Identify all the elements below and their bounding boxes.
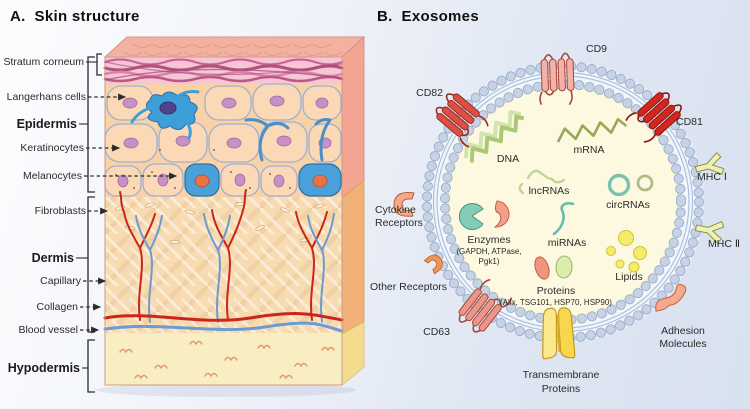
cd82-protein (435, 93, 489, 148)
mirna-molecule (552, 202, 575, 236)
epidermis-bracket (87, 56, 95, 193)
mhc1-label: MHC Ⅰ (697, 171, 727, 183)
circrnas-label: circRNAs (606, 199, 650, 211)
lipids-droplets (606, 230, 647, 273)
cd9-protein (539, 52, 575, 106)
langerhans-cell (130, 90, 200, 140)
mhc2-receptor (694, 220, 725, 244)
transmembrane-proteins-label-line1: Transmembrane (523, 369, 600, 381)
mhc1-receptor (694, 152, 725, 175)
dna-molecule (464, 110, 525, 163)
mrna-label: mRNA (574, 144, 605, 156)
stratum-corneum-label: Stratum corneum (3, 56, 84, 68)
blood-vessel-label: Blood vessel (18, 324, 78, 336)
cd81-protein (625, 92, 682, 143)
enzymes-detail-line1: (GAPDH, ATPase, (456, 247, 521, 256)
dna-label: DNA (497, 153, 519, 165)
skin-side-face (341, 36, 365, 386)
melanocytes-label: Melanocytes (23, 170, 82, 182)
mrna-molecule (556, 117, 628, 143)
panel-a-title: A. Skin structure (10, 8, 140, 25)
cd82-label: CD82 (416, 87, 443, 99)
langerhans-label: Langerhans cells (7, 91, 86, 103)
stratum-corneum-bracket (96, 53, 102, 76)
cd63-protein (458, 278, 513, 333)
cd9-label: CD9 (586, 43, 607, 55)
cytokine-receptors-label-line2: Receptors (375, 217, 423, 229)
adhesion-molecules-label-line1: Adhesion (661, 325, 705, 337)
proteins-label: Proteins (537, 285, 576, 297)
mirnas-label: miRNAs (548, 237, 587, 249)
keratinocytes-label: Keratinocytes (20, 142, 84, 154)
skin-labels: Stratum corneum Langerhans cells Epiderm… (3, 53, 178, 393)
dermis-label: Dermis (32, 251, 74, 265)
skin-front-outline (104, 56, 343, 386)
other-receptors-label: Other Receptors (370, 281, 447, 293)
skin-block-shadow (96, 383, 356, 397)
adhesion-molecule-shape (655, 283, 687, 312)
melanocyte-cells (184, 118, 342, 197)
exosome-labels: CD9 CD82 CD81 MHC Ⅰ MHC Ⅱ Cytokine Recep… (370, 43, 740, 395)
dermis-layer (105, 197, 342, 333)
hypodermis-fat-marks (119, 340, 335, 380)
keratinocyte-cells (104, 83, 342, 197)
transmembrane-proteins-label-line2: Proteins (542, 383, 581, 395)
proteins-blobs (534, 255, 573, 280)
capillary-label: Capillary (40, 275, 82, 287)
exosome-cargo (458, 110, 654, 280)
hypodermis-bracket (87, 339, 95, 393)
enzymes-detail-line2: Pgk1) (479, 257, 500, 266)
lipids-label: Lipids (615, 271, 642, 283)
panel-b-exosome: B. Exosomes (370, 8, 740, 395)
panel-a-skin-structure: A. Skin structure (3, 8, 366, 397)
enzymes-shapes (458, 200, 510, 230)
epidermis-label: Epidermis (17, 117, 77, 131)
cd63-label: CD63 (423, 326, 450, 338)
cd81-label: CD81 (676, 116, 703, 128)
blood-vessels (103, 312, 344, 333)
mhc2-label: MHC Ⅱ (708, 238, 740, 250)
circrna-molecules (607, 173, 654, 197)
cytokine-receptors-label-line1: Cytokine (375, 204, 416, 216)
proteins-detail: (Alix, TSG101, HSP70, HSP90) (500, 298, 612, 307)
panel-b-title: B. Exosomes (377, 8, 479, 25)
cytokine-receptor-shape (393, 192, 415, 217)
hypodermis-layer (105, 333, 342, 385)
lncrnas-label: lncRNAs (529, 185, 570, 197)
enzymes-label: Enzymes (467, 234, 510, 246)
adhesion-molecules-label-line2: Molecules (659, 338, 706, 350)
transmembrane-protein-channel (542, 307, 576, 360)
skin-top-face (103, 36, 366, 58)
capillary-vessels (119, 189, 335, 323)
collagen-label: Collagen (37, 301, 79, 313)
other-receptor-shape (423, 254, 443, 275)
skin-block (103, 36, 366, 386)
dermis-bracket (87, 196, 95, 333)
hypodermis-label: Hypodermis (8, 361, 80, 375)
stratum-corneum-fibres (103, 58, 344, 83)
lncrna-molecules (518, 169, 566, 195)
exosome-membrane-proteins (393, 52, 725, 360)
fibroblasts-label: Fibroblasts (35, 205, 86, 217)
